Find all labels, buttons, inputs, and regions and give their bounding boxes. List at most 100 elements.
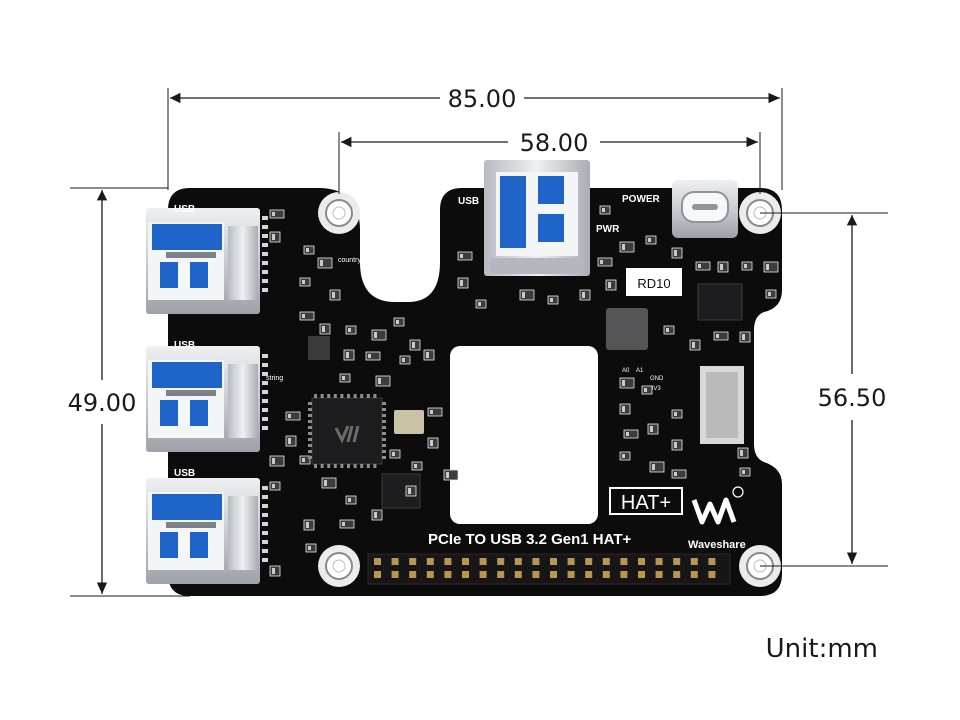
smd-part: [649, 461, 665, 473]
gpio-pin: [602, 571, 610, 578]
usb-c-port: [672, 180, 738, 238]
gpio-pin: [374, 558, 381, 565]
smd-part: [365, 351, 381, 361]
usb-port-2: [146, 346, 260, 452]
gpio-pin: [550, 571, 557, 578]
gpio-pin: [426, 571, 434, 578]
gpio-pin: [462, 571, 469, 578]
smd-part: [299, 311, 315, 321]
smd-part: [269, 455, 285, 467]
gpio-pin: [690, 571, 698, 578]
gpio-pin: [374, 571, 381, 578]
silk-pwr: PWR: [596, 224, 620, 235]
gpio-pin: [462, 558, 469, 565]
smd-part: [671, 469, 687, 479]
smd-part: [619, 377, 635, 389]
smd-part: [285, 411, 301, 421]
chip-label: RD10: [637, 276, 670, 291]
smd-part: [619, 241, 635, 253]
gpio-pin: [655, 558, 663, 565]
smd-part: [317, 257, 333, 269]
silk-usb-1: USB: [174, 204, 195, 215]
usb-port-top: [484, 160, 590, 276]
unit-label: Unit:mm: [765, 634, 878, 664]
gpio-pin: [444, 571, 452, 578]
usb-pin: [262, 261, 268, 265]
dimension-overall-width: 85.00: [167, 85, 783, 190]
gpio-pin: [690, 558, 698, 565]
usb-port-3: [146, 478, 260, 584]
usb-port-1: [146, 208, 260, 314]
dim-label-58: 58.00: [520, 129, 589, 157]
usb-pin: [262, 390, 268, 394]
smd-part: [371, 329, 387, 341]
crystal: [394, 410, 424, 434]
usb-pin: [262, 381, 268, 385]
usb-pin: [262, 504, 268, 508]
smd-part: [597, 257, 613, 267]
smd-part: [269, 209, 285, 219]
silk-power: POWER: [622, 194, 661, 205]
smd-part: [321, 477, 337, 489]
gpio-pin: [585, 558, 593, 565]
gpio-pin: [567, 558, 575, 565]
gpio-pin: [444, 558, 452, 565]
regulator: [308, 336, 330, 360]
smd-components: [262, 205, 779, 577]
gpio-pin: [391, 558, 399, 565]
smd-part: [457, 251, 473, 261]
gpio-pin: [673, 571, 681, 578]
silk-a1: A1: [636, 368, 644, 374]
silk-3v3: 3V3: [650, 386, 661, 392]
dimension-hole-spacing-x: 58.00: [338, 129, 761, 194]
silk-usb-2: USB: [174, 340, 195, 351]
gpio-pin: [514, 558, 522, 565]
gpio-pin: [655, 571, 663, 578]
gpio-pin: [567, 571, 575, 578]
usb-pin: [262, 225, 268, 229]
gpio-pin: [514, 571, 522, 578]
board-title: PCIe TO USB 3.2 Gen1 HAT+: [428, 531, 631, 548]
dim-label-85: 85.00: [448, 85, 517, 113]
usb-pin: [262, 417, 268, 421]
smd-part: [763, 261, 779, 273]
dimension-hole-spacing-y: 56.50: [760, 212, 888, 567]
usb-pin: [262, 270, 268, 274]
silk-usb-top: USB: [458, 196, 479, 207]
inductor: [606, 308, 648, 350]
smd-part: [623, 429, 639, 439]
usb-pin: [262, 558, 268, 562]
waveshare-logo: [691, 497, 737, 525]
smd-part: [713, 331, 729, 341]
gpio-pin: [479, 558, 487, 565]
brand-label: Waveshare: [688, 539, 746, 551]
gpio-pin: [620, 558, 628, 565]
gpio-pin: [532, 558, 540, 565]
silk-usb-3: USB: [174, 468, 195, 479]
usb-pin: [262, 531, 268, 535]
dimension-overall-height: 49.00: [68, 187, 190, 597]
gpio-pin: [532, 571, 540, 578]
gpio-pin: [602, 558, 610, 565]
gpio-pin: [638, 558, 645, 565]
usb-pin: [262, 216, 268, 220]
smd-part: [519, 289, 535, 301]
usb-pin: [262, 522, 268, 526]
usb-pin: [262, 372, 268, 376]
gpio-header: [367, 553, 731, 585]
silk-country: country: [338, 257, 361, 264]
dim-label-56-5: 56.50: [818, 384, 887, 412]
ic-chip: [381, 473, 421, 509]
usb-pin: [262, 399, 268, 403]
pcie-cutout: [450, 346, 598, 524]
gpio-pin: [409, 558, 417, 565]
gpio-pin: [391, 571, 399, 578]
gpio-pin: [620, 571, 628, 578]
usb-pin: [262, 234, 268, 238]
gpio-pin: [708, 571, 716, 578]
smd-part: [427, 407, 443, 417]
usb-pin: [262, 279, 268, 283]
rd10-chip: [626, 268, 682, 296]
usb-pin: [262, 363, 268, 367]
gpio-pin: [497, 558, 505, 565]
